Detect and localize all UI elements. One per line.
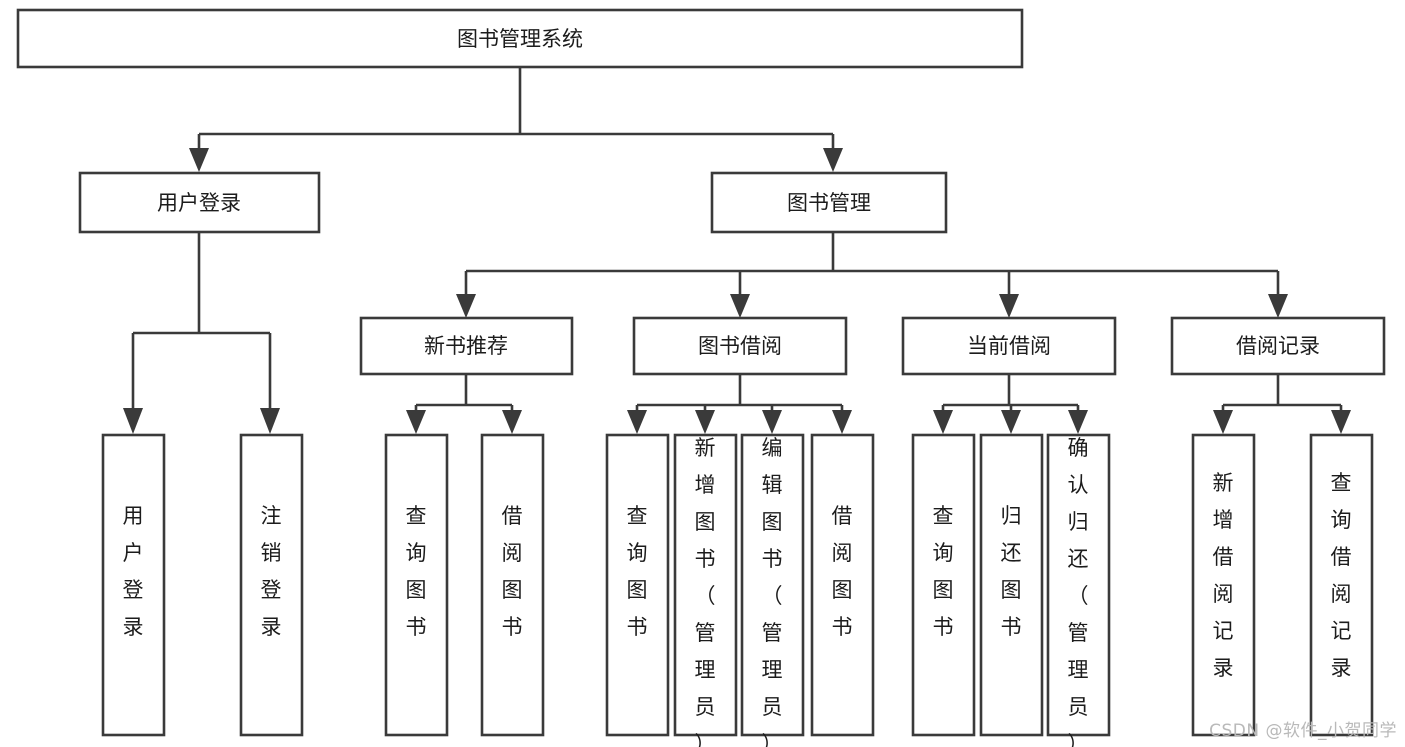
leaf-borrow-book-1-label: 借阅图书 bbox=[502, 504, 523, 639]
arrowhead-leaf-query-record bbox=[1331, 410, 1351, 434]
node-new-book-recommend-box[interactable] bbox=[359, 316, 574, 376]
leaf-add-record-label: 新增借阅记录 bbox=[1213, 471, 1234, 680]
leaf-return-book-box[interactable] bbox=[979, 433, 1044, 737]
node-user-login-label: 用户登录 bbox=[157, 191, 241, 215]
node-book-borrow-box[interactable] bbox=[632, 316, 848, 376]
node-current-borrow-box[interactable] bbox=[901, 316, 1117, 376]
leaf-return-book-label: 归还图书 bbox=[1001, 504, 1022, 639]
leaf-query-book-3-label: 查询图书 bbox=[933, 504, 954, 639]
leaf-query-book-2-box[interactable] bbox=[605, 433, 670, 737]
leaf-query-book-1[interactable]: 查询图书 bbox=[384, 433, 449, 737]
node-root-box[interactable] bbox=[16, 8, 1024, 69]
leaf-logout-label: 注销登录 bbox=[261, 504, 282, 639]
leaf-borrow-book-2-label: 借阅图书 bbox=[832, 504, 853, 639]
leaf-edit-book-box[interactable] bbox=[740, 433, 805, 737]
arrowhead-leaf-user-login bbox=[123, 408, 143, 434]
node-new-book-recommend[interactable]: 新书推荐 bbox=[359, 316, 574, 376]
leaf-edit-book[interactable]: 编辑图书（管理员） bbox=[740, 433, 805, 747]
node-book-management-label: 图书管理 bbox=[787, 191, 871, 215]
arrowhead-leaf-add-record bbox=[1213, 410, 1233, 434]
arrowhead-leaf-return-book bbox=[1001, 410, 1021, 434]
leaf-edit-book-label: 编辑图书（管理员） bbox=[762, 436, 783, 747]
node-current-borrow[interactable]: 当前借阅 bbox=[901, 316, 1117, 376]
leaf-query-record-label: 查询借阅记录 bbox=[1331, 471, 1352, 680]
leaf-add-book[interactable]: 新增图书（管理员） bbox=[673, 433, 738, 747]
node-book-management-box[interactable] bbox=[710, 171, 948, 234]
node-new-book-recommend-label: 新书推荐 bbox=[424, 334, 508, 358]
arrowhead-book-management bbox=[823, 148, 843, 172]
node-root-label: 图书管理系统 bbox=[457, 27, 583, 51]
leaf-borrow-book-1-box[interactable] bbox=[480, 433, 545, 737]
arrowhead-leaf-add-book bbox=[695, 410, 715, 434]
arrowhead-new-book-recommend bbox=[456, 294, 476, 318]
node-book-management[interactable]: 图书管理 bbox=[710, 171, 948, 234]
leaf-borrow-book-2-box[interactable] bbox=[810, 433, 875, 737]
arrowhead-user-login bbox=[189, 148, 209, 172]
leaf-query-book-1-label: 查询图书 bbox=[406, 504, 427, 639]
arrowhead-leaf-borrow-book-1 bbox=[502, 410, 522, 434]
leaf-logout[interactable]: 注销登录 bbox=[239, 433, 304, 737]
leaf-query-book-2-label: 查询图书 bbox=[627, 504, 648, 639]
leaf-add-record-box[interactable] bbox=[1191, 433, 1256, 737]
leaf-query-record-box[interactable] bbox=[1309, 433, 1374, 737]
leaf-user-login-label: 用户登录 bbox=[123, 504, 144, 639]
node-book-borrow[interactable]: 图书借阅 bbox=[632, 316, 848, 376]
arrowhead-leaf-query-book-3 bbox=[933, 410, 953, 434]
leaf-user-login-box[interactable] bbox=[101, 433, 166, 737]
leaf-query-book-3-box[interactable] bbox=[911, 433, 976, 737]
leaf-borrow-book-1[interactable]: 借阅图书 bbox=[480, 433, 545, 737]
leaf-query-book-1-box[interactable] bbox=[384, 433, 449, 737]
node-current-borrow-label: 当前借阅 bbox=[967, 334, 1051, 358]
node-book-borrow-label: 图书借阅 bbox=[698, 334, 782, 358]
arrowhead-leaf-logout bbox=[260, 408, 280, 434]
connector-layer bbox=[123, 67, 1351, 434]
arrowhead-book-borrow bbox=[730, 294, 750, 318]
node-user-login[interactable]: 用户登录 bbox=[78, 171, 321, 234]
arrowhead-leaf-query-book-1 bbox=[406, 410, 426, 434]
leaf-add-book-label: 新增图书（管理员） bbox=[695, 436, 716, 747]
node-root[interactable]: 图书管理系统 bbox=[16, 8, 1024, 69]
leaf-confirm-return-label: 确认归还（管理员） bbox=[1068, 436, 1089, 747]
leaf-borrow-book-2[interactable]: 借阅图书 bbox=[810, 433, 875, 737]
leaf-query-book-3[interactable]: 查询图书 bbox=[911, 433, 976, 737]
leaf-logout-box[interactable] bbox=[239, 433, 304, 737]
leaf-query-book-2[interactable]: 查询图书 bbox=[605, 433, 670, 737]
leaf-confirm-return-box[interactable] bbox=[1046, 433, 1111, 737]
node-borrow-record[interactable]: 借阅记录 bbox=[1170, 316, 1386, 376]
arrowhead-current-borrow bbox=[999, 294, 1019, 318]
node-user-login-box[interactable] bbox=[78, 171, 321, 234]
arrowhead-leaf-confirm-return bbox=[1068, 410, 1088, 434]
leaf-add-book-box[interactable] bbox=[673, 433, 738, 737]
leaf-add-record[interactable]: 新增借阅记录 bbox=[1191, 433, 1256, 737]
arrowhead-borrow-record bbox=[1268, 294, 1288, 318]
node-borrow-record-box[interactable] bbox=[1170, 316, 1386, 376]
leaf-query-record[interactable]: 查询借阅记录 bbox=[1309, 433, 1374, 737]
arrowhead-leaf-borrow-book-2 bbox=[832, 410, 852, 434]
node-borrow-record-label: 借阅记录 bbox=[1236, 334, 1320, 358]
arrowhead-leaf-query-book-2 bbox=[627, 410, 647, 434]
leaf-confirm-return[interactable]: 确认归还（管理员） bbox=[1046, 433, 1111, 747]
leaf-return-book[interactable]: 归还图书 bbox=[979, 433, 1044, 737]
arrowhead-leaf-edit-book bbox=[762, 410, 782, 434]
leaf-user-login[interactable]: 用户登录 bbox=[101, 433, 166, 737]
